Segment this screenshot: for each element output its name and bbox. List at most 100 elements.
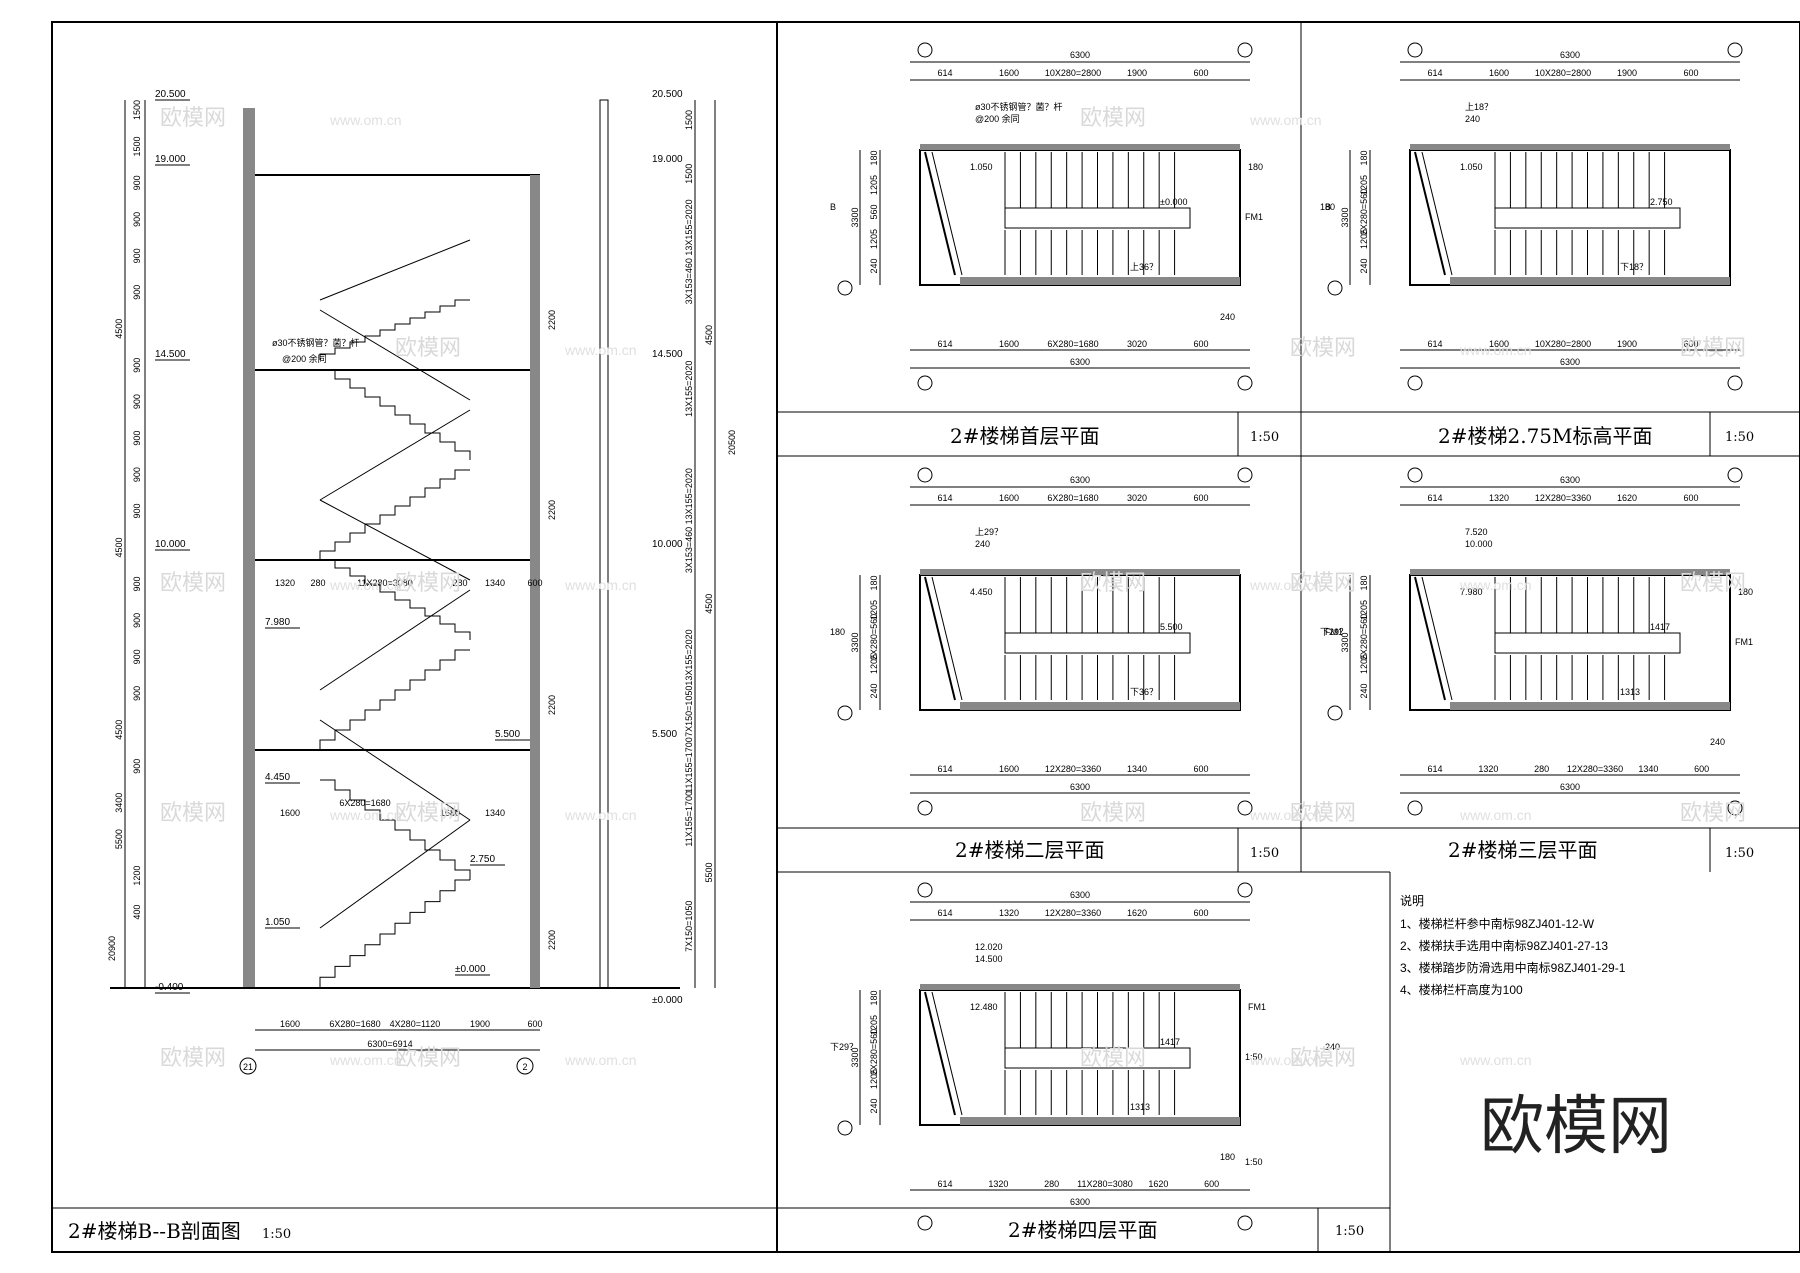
watermark: 欧模网 [1290, 336, 1356, 361]
plan-label: 1417 [1650, 622, 1670, 632]
plan-axis-bubble [917, 467, 933, 483]
plan-axis-bubble-b [1327, 280, 1343, 296]
section-dim-right: 13X155=2020 [684, 629, 694, 685]
plan-label: 14.500 [975, 954, 1003, 964]
plan-dim-top: 1320 [1489, 493, 1509, 503]
plan-label: 1:50 [1245, 1157, 1263, 1167]
plan-axis-bubble [1407, 467, 1423, 483]
section-dim-right: 4500 [704, 325, 714, 345]
plan-dim-left: 1205 [869, 1069, 879, 1089]
note-1: 1、楼梯栏杆参中南标98ZJ401-12-W [1400, 916, 1595, 931]
watermark-url: www.om.cn [1459, 342, 1532, 358]
axis-label-2: 2 [522, 1062, 527, 1072]
plan-dim-top: 1620 [1617, 493, 1637, 503]
plan-dim-bottom: 614 [937, 1179, 952, 1189]
watermark: 欧模网 [1680, 801, 1746, 826]
plan-rail [924, 576, 956, 701]
plan-axis-bubble [1237, 1215, 1253, 1231]
section-handrail [319, 719, 471, 821]
plan-label: 7.980 [1460, 587, 1483, 597]
plan-dim-top: 600 [1193, 908, 1208, 918]
plan-label: 4.450 [970, 587, 993, 597]
plan-dim-top: 614 [1427, 493, 1442, 503]
plan-dim-bottom: 614 [937, 764, 952, 774]
watermark: 欧模网 [1680, 336, 1746, 361]
section-dim-inner: 280 [452, 578, 467, 588]
plan-rail [924, 151, 956, 276]
section-flight [319, 879, 470, 988]
plan-label: ø30不锈钢管？菌？杆 [975, 101, 1063, 112]
plan-dim-bottom: 1340 [1127, 764, 1147, 774]
watermark-url: www.om.cn [1459, 577, 1532, 593]
section-flight [320, 369, 471, 460]
plan-dim-left: 1205 [869, 175, 879, 195]
plan-axis-bubble [917, 375, 933, 391]
section-dim-left: 20900 [107, 936, 117, 961]
plan-wall-bottom [960, 702, 1240, 710]
plan-dim-top: 614 [1427, 68, 1442, 78]
section-handrail [319, 819, 471, 929]
section-dim-left: 5500 [114, 829, 124, 849]
plan-dim-top: 1900 [1617, 68, 1637, 78]
section-dim-left: 4500 [114, 319, 124, 339]
plan-label: 240 [1220, 312, 1235, 322]
section-dim-left: 900 [132, 759, 142, 774]
section-level-label: 1.050 [265, 917, 290, 928]
watermark: 欧模网 [1080, 106, 1146, 131]
plan-dim-bottom: 1600 [999, 764, 1019, 774]
note-2: 2、楼梯扶手选用中南标98ZJ401-27-13 [1400, 938, 1608, 953]
plan-treads [1494, 152, 1666, 275]
section-dim-inner: 600 [527, 578, 542, 588]
section-dim-right: 4500 [704, 594, 714, 614]
plan-axis-bubble [1407, 800, 1423, 816]
section-dims-left: 1500150090090090090045009009009009009004… [107, 100, 142, 961]
plan-label: 1313 [1620, 687, 1640, 697]
plan-dim-top: 600 [1683, 493, 1698, 503]
section-handrail [319, 499, 471, 581]
plan-label: B [1325, 202, 1331, 212]
plan-label: FM1 [1735, 637, 1753, 647]
watermark: 欧模网 [1080, 571, 1146, 596]
section-level-label: ±0.000 [455, 964, 486, 975]
section-handrail [319, 309, 471, 401]
plan-label: 5.500 [1160, 622, 1183, 632]
watermark: 欧模网 [395, 801, 461, 826]
section-dim-right: 13X155=2020 [684, 361, 694, 417]
section-dim-bottom: 6300=6914 [367, 1039, 412, 1049]
plan-dim-bottom: 12X280=3360 [1045, 764, 1101, 774]
plan-dim-top: 1620 [1127, 908, 1147, 918]
plan-well [1494, 632, 1681, 654]
plan-wall-bottom [1450, 702, 1730, 710]
plan-label: 下29？ [830, 1042, 858, 1052]
plan-rail [1414, 151, 1446, 276]
plan-rail [1414, 576, 1446, 701]
section-level-label: -0.400 [155, 982, 184, 993]
plan-label: 上18？ [1465, 102, 1493, 112]
section-level-label-right: 10.000 [652, 539, 683, 550]
plan-dim-left: 180 [869, 150, 879, 165]
plan-treads [1004, 152, 1176, 275]
plan-label: 1.050 [970, 162, 993, 172]
plan-dim-top: 1600 [999, 68, 1019, 78]
plan-dim-bottom: 1600 [999, 339, 1019, 349]
plan-label: FM1 [1325, 627, 1343, 637]
note-3: 3、楼梯踏步防滑选用中南标98ZJ401-29-1 [1400, 960, 1626, 975]
section-level-label: 7.980 [265, 617, 290, 628]
plan-dim-bottom: 280 [1534, 764, 1549, 774]
watermark: 欧模网 [395, 1046, 461, 1071]
plan-axis-bubble [1727, 800, 1743, 816]
plan-dim-left: 1205 [1359, 229, 1369, 249]
plan-dim-left: 1205 [869, 229, 879, 249]
section-dim-left: 900 [132, 649, 142, 664]
plan-well [1004, 1047, 1191, 1069]
plan-wall-top [1410, 569, 1730, 575]
plan-dim-bottom: 280 [1044, 1179, 1059, 1189]
section-level-label: 14.500 [155, 349, 186, 360]
section-flight [320, 779, 471, 880]
plan-label: 1:50 [1245, 1052, 1263, 1062]
